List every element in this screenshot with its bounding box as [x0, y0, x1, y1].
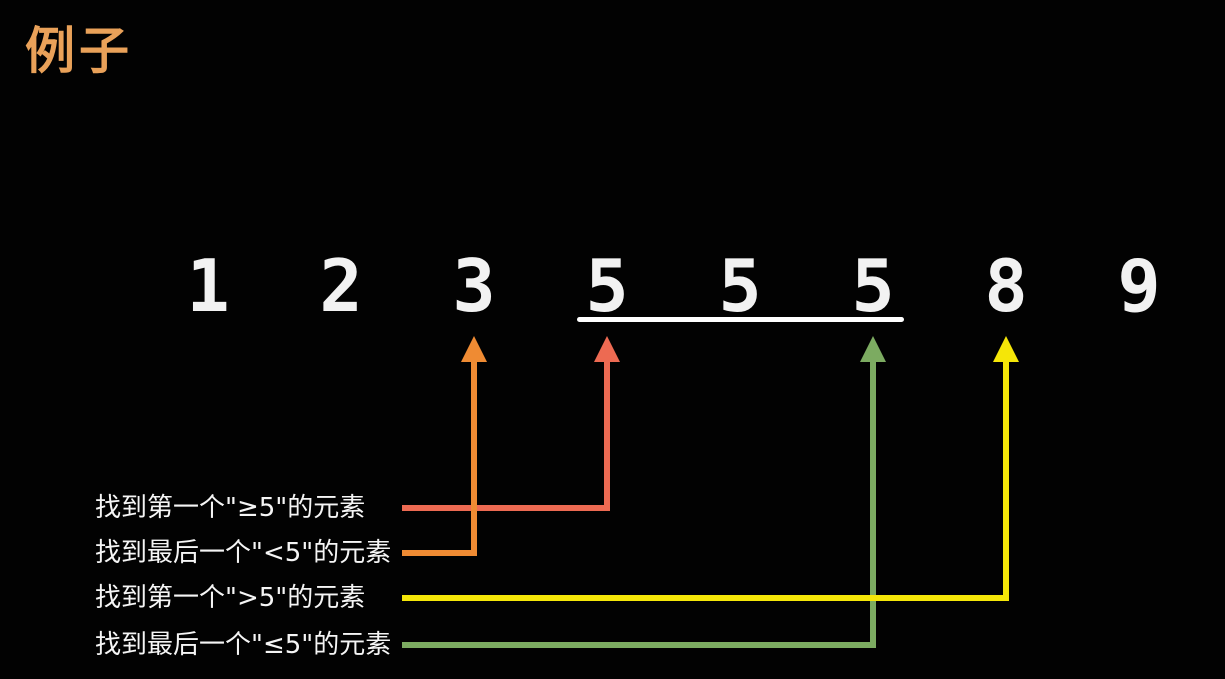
sequence-number-1: 2 — [319, 244, 363, 328]
sequence-number-6: 8 — [984, 244, 1028, 328]
arrowhead-orange — [461, 336, 487, 362]
annotation-label-yellow: 找到第一个">5"的元素 — [95, 583, 366, 613]
arrowhead-green — [860, 336, 886, 362]
annotation-label-red: 找到第一个"≥5"的元素 — [95, 493, 366, 523]
sequence-number-2: 3 — [452, 244, 496, 328]
sequence-underline — [577, 317, 904, 322]
annotation-label-orange: 找到最后一个"<5"的元素 — [95, 538, 392, 568]
sequence-number-5: 5 — [851, 244, 895, 328]
annotation-label-green: 找到最后一个"≤5"的元素 — [95, 630, 392, 660]
slide-title: 例子 — [25, 22, 133, 80]
arrowhead-yellow — [993, 336, 1019, 362]
sequence-number-3: 5 — [585, 244, 629, 328]
sequence-number-7: 9 — [1117, 244, 1161, 328]
arrowhead-red — [594, 336, 620, 362]
annotation-arrow-yellow — [402, 336, 1019, 601]
annotation-arrow-green — [402, 336, 886, 648]
annotation-arrow-orange — [402, 336, 487, 556]
annotation-arrow-red — [402, 336, 620, 511]
sequence-number-0: 1 — [186, 244, 230, 328]
sequence-number-4: 5 — [718, 244, 762, 328]
